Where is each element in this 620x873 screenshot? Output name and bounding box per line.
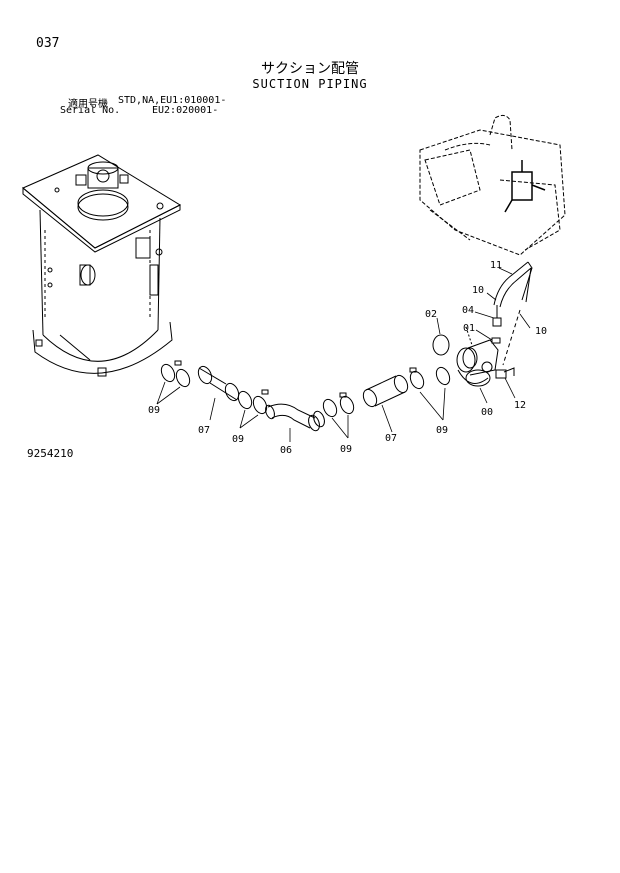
callout-09-left: 09 <box>148 405 160 416</box>
serial-label-japanese: 適用号機 <box>68 99 108 110</box>
hose-clamp-pair-left <box>160 360 191 388</box>
callout-00: 00 <box>481 407 493 418</box>
elbow-hose <box>265 403 325 432</box>
suction-port-body <box>456 339 499 387</box>
page-title-japanese: サクション配管 <box>261 61 359 77</box>
hose-clamp-pair-mid-left <box>237 389 269 415</box>
callout-10-upper: 10 <box>472 285 484 296</box>
callout-07-right: 07 <box>385 433 397 444</box>
leader-lines <box>156 267 531 442</box>
elbow-connector <box>495 367 515 379</box>
callout-04: 04 <box>462 305 474 316</box>
page-number: 037 <box>36 36 60 51</box>
hose-clamp-pair-right <box>409 366 451 390</box>
callout-09-right: 09 <box>436 425 448 436</box>
callout-09-mid-right: 09 <box>340 444 352 455</box>
straight-connector <box>492 305 502 327</box>
drain-hose <box>465 261 533 366</box>
hose-clamp-pair-mid-right <box>322 392 355 418</box>
callout-06: 06 <box>280 445 292 456</box>
suction-hose-left <box>197 365 240 402</box>
suction-hose-right <box>362 374 409 408</box>
callout-01: 01 <box>463 323 475 334</box>
o-ring <box>432 334 450 356</box>
drawing-number: 9254210 <box>27 447 74 460</box>
callout-11: 11 <box>490 260 502 271</box>
serial-label-english: Serial No. <box>60 105 121 116</box>
page-title-english: SUCTION PIPING <box>252 77 368 91</box>
excavator-overview <box>419 114 566 256</box>
callout-labels: 09 07 09 06 09 07 09 00 12 11 10 04 02 0… <box>148 260 547 456</box>
serial-range-line2: EU2:020001- <box>152 105 219 116</box>
hydraulic-tank <box>22 154 182 377</box>
callout-02: 02 <box>425 309 437 320</box>
screw-plug <box>491 337 501 344</box>
callout-09-mid-left: 09 <box>232 434 244 445</box>
callout-10-lower: 10 <box>535 326 547 337</box>
serial-range-line1: STD,NA,EU1:010001- <box>118 95 227 106</box>
excavator-suction-highlight <box>504 160 546 213</box>
callout-07-left: 07 <box>198 425 210 436</box>
callout-12: 12 <box>514 400 526 411</box>
